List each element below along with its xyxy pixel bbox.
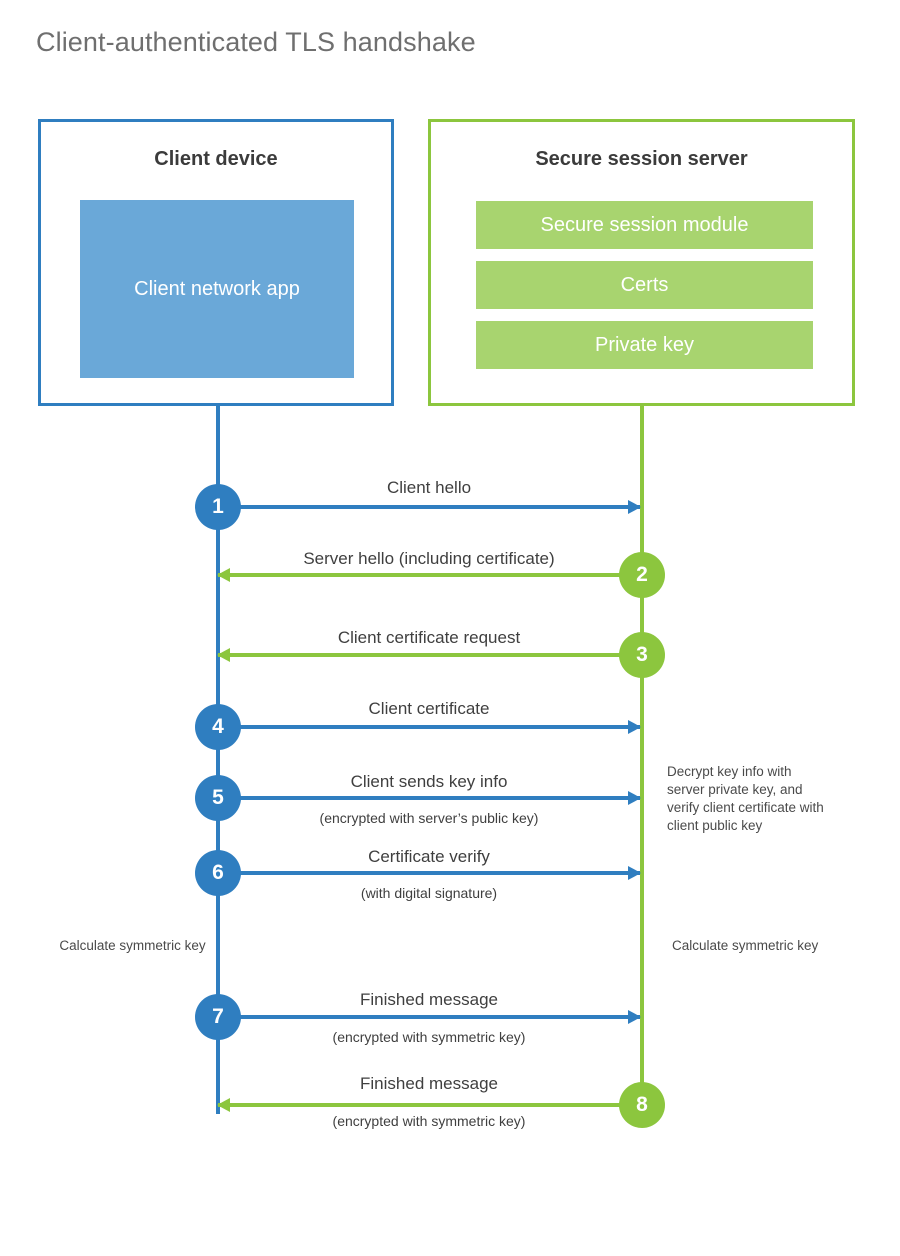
step-marker-1[interactable]: 1: [195, 484, 241, 530]
message-arrow-2: [217, 568, 640, 582]
step-number: 8: [636, 1093, 648, 1116]
step-marker-7[interactable]: 7: [195, 994, 241, 1040]
arrow-head-left-icon: [217, 648, 230, 662]
step-marker-8[interactable]: 8: [619, 1082, 665, 1128]
server-component-list: Secure session module Certs Private key: [476, 201, 813, 369]
client-lifeline: [216, 404, 220, 1114]
server-component-private-key: Private key: [476, 321, 813, 369]
step-number: 5: [212, 786, 224, 809]
step-marker-2[interactable]: 2: [619, 552, 665, 598]
arrow-shaft: [218, 653, 640, 657]
arrow-head-right-icon: [628, 500, 641, 514]
client-device-title: Client device: [154, 148, 278, 170]
message-label-2: Server hello (including certificate): [303, 549, 555, 568]
server-decrypt-note: Decrypt key info with server private key…: [667, 764, 824, 833]
message-sublabel-7: (encrypted with symmetric key): [332, 1029, 526, 1045]
message-label-8: Finished message: [360, 1074, 498, 1093]
message-arrow-8: [217, 1098, 640, 1112]
message-label-7: Finished message: [360, 990, 498, 1009]
message-label-1: Client hello: [386, 478, 472, 497]
arrow-shaft: [218, 1015, 640, 1019]
arrow-head-left-icon: [217, 1098, 230, 1112]
page-title: Client-authenticated TLS handshake: [36, 27, 476, 57]
arrow-head-right-icon: [628, 791, 641, 805]
server-component-secure-session-module: Secure session module: [476, 201, 813, 249]
step-marker-6[interactable]: 6: [195, 850, 241, 896]
message-label-5: Client sends key info: [350, 772, 508, 791]
client-network-app-block: Client network app: [80, 200, 354, 378]
message-arrow-3: [217, 648, 640, 662]
message-label-3: Client certificate request: [337, 628, 521, 647]
step-number: 1: [212, 495, 224, 518]
server-calculate-key-note: Calculate symmetric key: [672, 938, 819, 953]
client-network-app-label: Client network app: [134, 277, 300, 300]
step-number: 6: [212, 861, 224, 884]
server-component-certs: Certs: [476, 261, 813, 309]
step-number: 2: [636, 563, 648, 586]
message-label-6: Certificate verify: [368, 847, 490, 866]
arrow-shaft: [218, 1103, 640, 1107]
arrow-shaft: [218, 505, 640, 509]
arrow-shaft: [218, 573, 640, 577]
message-sublabel-5: (encrypted with server’s public key): [319, 810, 539, 826]
step-marker-5[interactable]: 5: [195, 775, 241, 821]
message-arrow-5: [218, 791, 641, 805]
message-arrow-4: [218, 720, 641, 734]
arrow-shaft: [218, 796, 640, 800]
server-lifeline: [640, 404, 644, 1105]
message-sublabel-8: (encrypted with symmetric key): [332, 1113, 526, 1129]
server-component-label: Certs: [620, 273, 669, 296]
step-marker-3[interactable]: 3: [619, 632, 665, 678]
step-number: 3: [636, 643, 648, 666]
secure-session-server-title: Secure session server: [535, 148, 748, 170]
arrow-head-right-icon: [628, 866, 641, 880]
arrow-shaft: [218, 871, 640, 875]
server-component-label: Private key: [595, 333, 694, 356]
message-arrow-7: [218, 1010, 641, 1024]
arrow-head-right-icon: [628, 720, 641, 734]
step-number: 4: [212, 715, 224, 738]
secure-session-server-box: Secure session server Secure session mod…: [428, 119, 855, 406]
step-marker-4[interactable]: 4: [195, 704, 241, 750]
step-number: 7: [212, 1005, 224, 1028]
message-label-4: Client certificate: [368, 699, 490, 718]
arrow-shaft: [218, 725, 640, 729]
message-sublabel-6: (with digital signature): [360, 885, 498, 901]
message-arrow-1: [218, 500, 641, 514]
server-component-label: Secure session module: [540, 213, 749, 236]
arrow-head-right-icon: [628, 1010, 641, 1024]
arrow-head-left-icon: [217, 568, 230, 582]
message-arrow-6: [218, 866, 641, 880]
client-device-box: Client device Client network app: [38, 119, 394, 406]
client-calculate-key-note: Calculate symmetric key: [59, 938, 206, 953]
